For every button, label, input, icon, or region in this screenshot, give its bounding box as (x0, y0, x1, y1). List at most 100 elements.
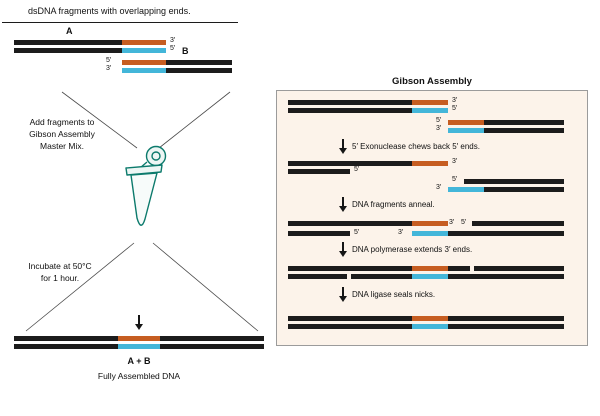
master-mix-text: Add fragments to Gibson Assembly Master … (6, 116, 118, 152)
prime-label: 5′ (452, 176, 457, 183)
incubate-text: Incubate at 50°C for 1 hour. (6, 260, 114, 284)
dna-segment (448, 266, 470, 271)
dna-segment (351, 274, 412, 279)
prime-label: 3′ (449, 219, 454, 226)
overlap-segment-orange (448, 120, 484, 125)
prime-label: 3′ (436, 184, 441, 191)
s5-top-strand (288, 316, 564, 321)
step-label-anneal: DNA fragments anneal. (352, 200, 435, 209)
prime-label: 5′ (436, 117, 441, 124)
fragment-b-label: B (182, 46, 189, 56)
overlap-segment-orange (122, 60, 166, 65)
s1-a-top-strand (288, 100, 448, 105)
step-label-polymerase: DNA polymerase extends 3′ ends. (352, 245, 473, 254)
dna-segment (472, 221, 564, 226)
prime-label: 3′ (452, 158, 457, 165)
s5-bottom-strand (288, 324, 564, 329)
dna-segment (14, 48, 122, 53)
s1-a-bottom-strand (288, 108, 448, 113)
prime-label: 3′ (398, 229, 403, 236)
dna-segment (160, 344, 264, 349)
dna-segment (166, 68, 232, 73)
dna-segment (288, 161, 412, 166)
fragment-a-label: A (66, 26, 73, 36)
dna-segment (448, 316, 564, 321)
product-bottom-strand (14, 344, 264, 349)
dna-segment (448, 274, 564, 279)
overlap-segment-orange (122, 40, 166, 45)
s3-bottom-strand (288, 231, 564, 236)
overlap-segment-cyan (412, 108, 448, 113)
dna-segment (288, 221, 412, 226)
prime-label: 3′ (106, 65, 111, 72)
overlap-segment-cyan (448, 128, 484, 133)
down-arrow (134, 315, 144, 330)
dna-segment (448, 324, 564, 329)
s1-b-top-strand (448, 120, 564, 125)
dna-segment (160, 336, 264, 341)
s1-b-bottom-strand (448, 128, 564, 133)
panel-title: Gibson Assembly (392, 76, 472, 87)
s2-b-top-strand (464, 179, 564, 184)
overlap-segment-orange (412, 221, 448, 226)
dna-segment (288, 231, 350, 236)
prime-label: 5′ (452, 105, 457, 112)
prime-label: 5′ (170, 45, 175, 52)
dna-segment (288, 266, 412, 271)
dna-segment (474, 266, 564, 271)
overlap-segment-cyan (118, 344, 160, 349)
s2-a-bottom-strand (288, 169, 350, 174)
step-label-ligase: DNA ligase seals nicks. (352, 290, 436, 299)
s3-top-strand (288, 221, 564, 226)
down-arrow (338, 287, 348, 302)
fragment-a-top-strand (14, 40, 166, 45)
microcentrifuge-tube-icon (125, 145, 167, 226)
prime-label: 5′ (354, 229, 359, 236)
dna-segment (484, 120, 564, 125)
fragment-a-bottom-strand (14, 48, 166, 53)
dna-segment (166, 60, 232, 65)
fragment-b-bottom-strand (122, 68, 232, 73)
master-mix-line: Add fragments to (29, 117, 95, 127)
dna-segment (14, 344, 118, 349)
prime-label: 3′ (452, 97, 457, 104)
down-arrow (338, 242, 348, 257)
s4-bottom-strand (288, 274, 564, 279)
overlap-segment-orange (412, 161, 448, 166)
dna-segment (464, 179, 564, 184)
s2-b-bottom-strand (448, 187, 564, 192)
overlap-segment-cyan (412, 231, 448, 236)
s4-top-strand (288, 266, 564, 271)
dna-segment (484, 187, 564, 192)
overlap-segment-cyan (412, 324, 448, 329)
s2-a-top-strand (288, 161, 448, 166)
dna-segment (14, 336, 118, 341)
dna-segment (288, 100, 412, 105)
dna-segment (288, 108, 412, 113)
prime-label: 5′ (461, 219, 466, 226)
dna-segment (288, 316, 412, 321)
product-caption: Fully Assembled DNA (97, 371, 181, 381)
down-arrow (338, 197, 348, 212)
overlap-segment-orange (412, 100, 448, 105)
dna-segment (288, 274, 347, 279)
dna-segment (14, 40, 122, 45)
dna-segment (448, 231, 564, 236)
title-underline (2, 22, 238, 23)
overlap-segment-orange (118, 336, 160, 341)
incubate-line: for 1 hour. (40, 273, 80, 283)
prime-label: 3′ (436, 125, 441, 132)
prime-label: 3′ (170, 37, 175, 44)
overlap-segment-orange (412, 316, 448, 321)
diagram-title: dsDNA fragments with overlapping ends. (28, 6, 191, 16)
dna-segment (288, 169, 350, 174)
overlap-segment-orange (412, 266, 448, 271)
product-label: A + B (127, 356, 151, 366)
fragment-b-top-strand (122, 60, 232, 65)
product-top-strand (14, 336, 264, 341)
overlap-segment-cyan (122, 68, 166, 73)
master-mix-line: Master Mix. (40, 141, 84, 151)
overlap-segment-cyan (412, 274, 448, 279)
